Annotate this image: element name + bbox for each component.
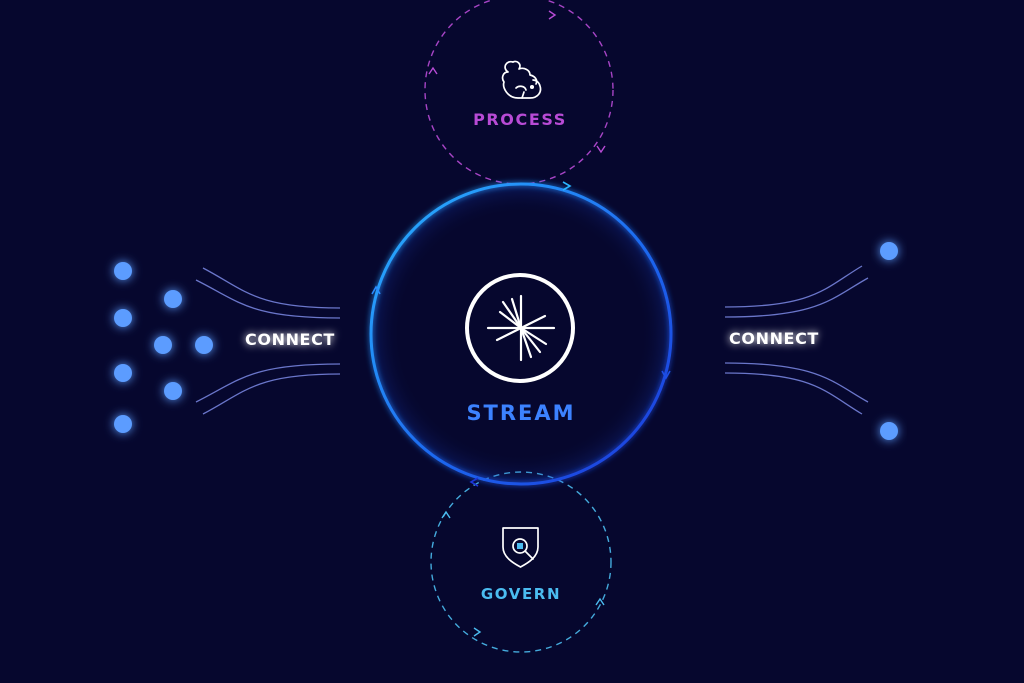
source-node xyxy=(114,415,132,433)
flow-line xyxy=(195,363,341,403)
sink-node xyxy=(880,242,898,260)
stream-arrow-left xyxy=(371,285,381,295)
squirrel-icon xyxy=(501,60,542,99)
flow-line xyxy=(202,373,341,415)
govern-label: GOVERN xyxy=(481,585,561,603)
stream-arrow-bottom xyxy=(469,477,479,487)
connect-right-nodes xyxy=(880,242,898,440)
connect-right: CONNECT xyxy=(724,242,898,440)
connect-right-label: CONNECT xyxy=(729,329,819,348)
connect-left: CONNECT xyxy=(114,262,341,433)
govern-arrow-right xyxy=(595,597,605,606)
confluent-starburst-icon xyxy=(465,273,575,383)
process-arrow-top xyxy=(548,10,557,20)
sink-node xyxy=(880,422,898,440)
stream-arrow-right xyxy=(661,370,671,380)
source-node xyxy=(164,382,182,400)
connect-left-label: CONNECT xyxy=(245,330,335,349)
source-node xyxy=(114,309,132,327)
source-node xyxy=(154,336,172,354)
connect-left-flow-lines xyxy=(195,267,341,415)
govern-dashed-ring xyxy=(430,471,612,653)
flow-line xyxy=(724,362,869,403)
process-dashed-ring xyxy=(424,0,614,185)
govern-arrow-bottom xyxy=(473,627,482,637)
flow-line xyxy=(202,267,341,309)
govern-node: GOVERN xyxy=(430,471,612,653)
flow-line xyxy=(724,372,863,415)
stream-label: STREAM xyxy=(466,401,575,425)
process-arrow-left xyxy=(428,66,438,75)
govern-arrow-left xyxy=(441,510,451,519)
stream-ring xyxy=(369,182,673,486)
flow-line xyxy=(195,279,341,319)
connect-right-flow-lines xyxy=(724,265,869,415)
source-node xyxy=(114,364,132,382)
process-label: PROCESS xyxy=(473,110,567,129)
source-node xyxy=(164,290,182,308)
source-node xyxy=(195,336,213,354)
flow-line xyxy=(724,265,863,308)
shield-search-icon xyxy=(502,527,539,568)
connect-left-nodes xyxy=(114,262,213,433)
source-node xyxy=(114,262,132,280)
flow-line xyxy=(724,277,869,318)
process-node: PROCESS xyxy=(424,0,614,185)
process-arrow-right xyxy=(596,145,606,154)
stream-node: STREAM xyxy=(369,181,673,487)
stream-arrow-top xyxy=(562,181,572,191)
